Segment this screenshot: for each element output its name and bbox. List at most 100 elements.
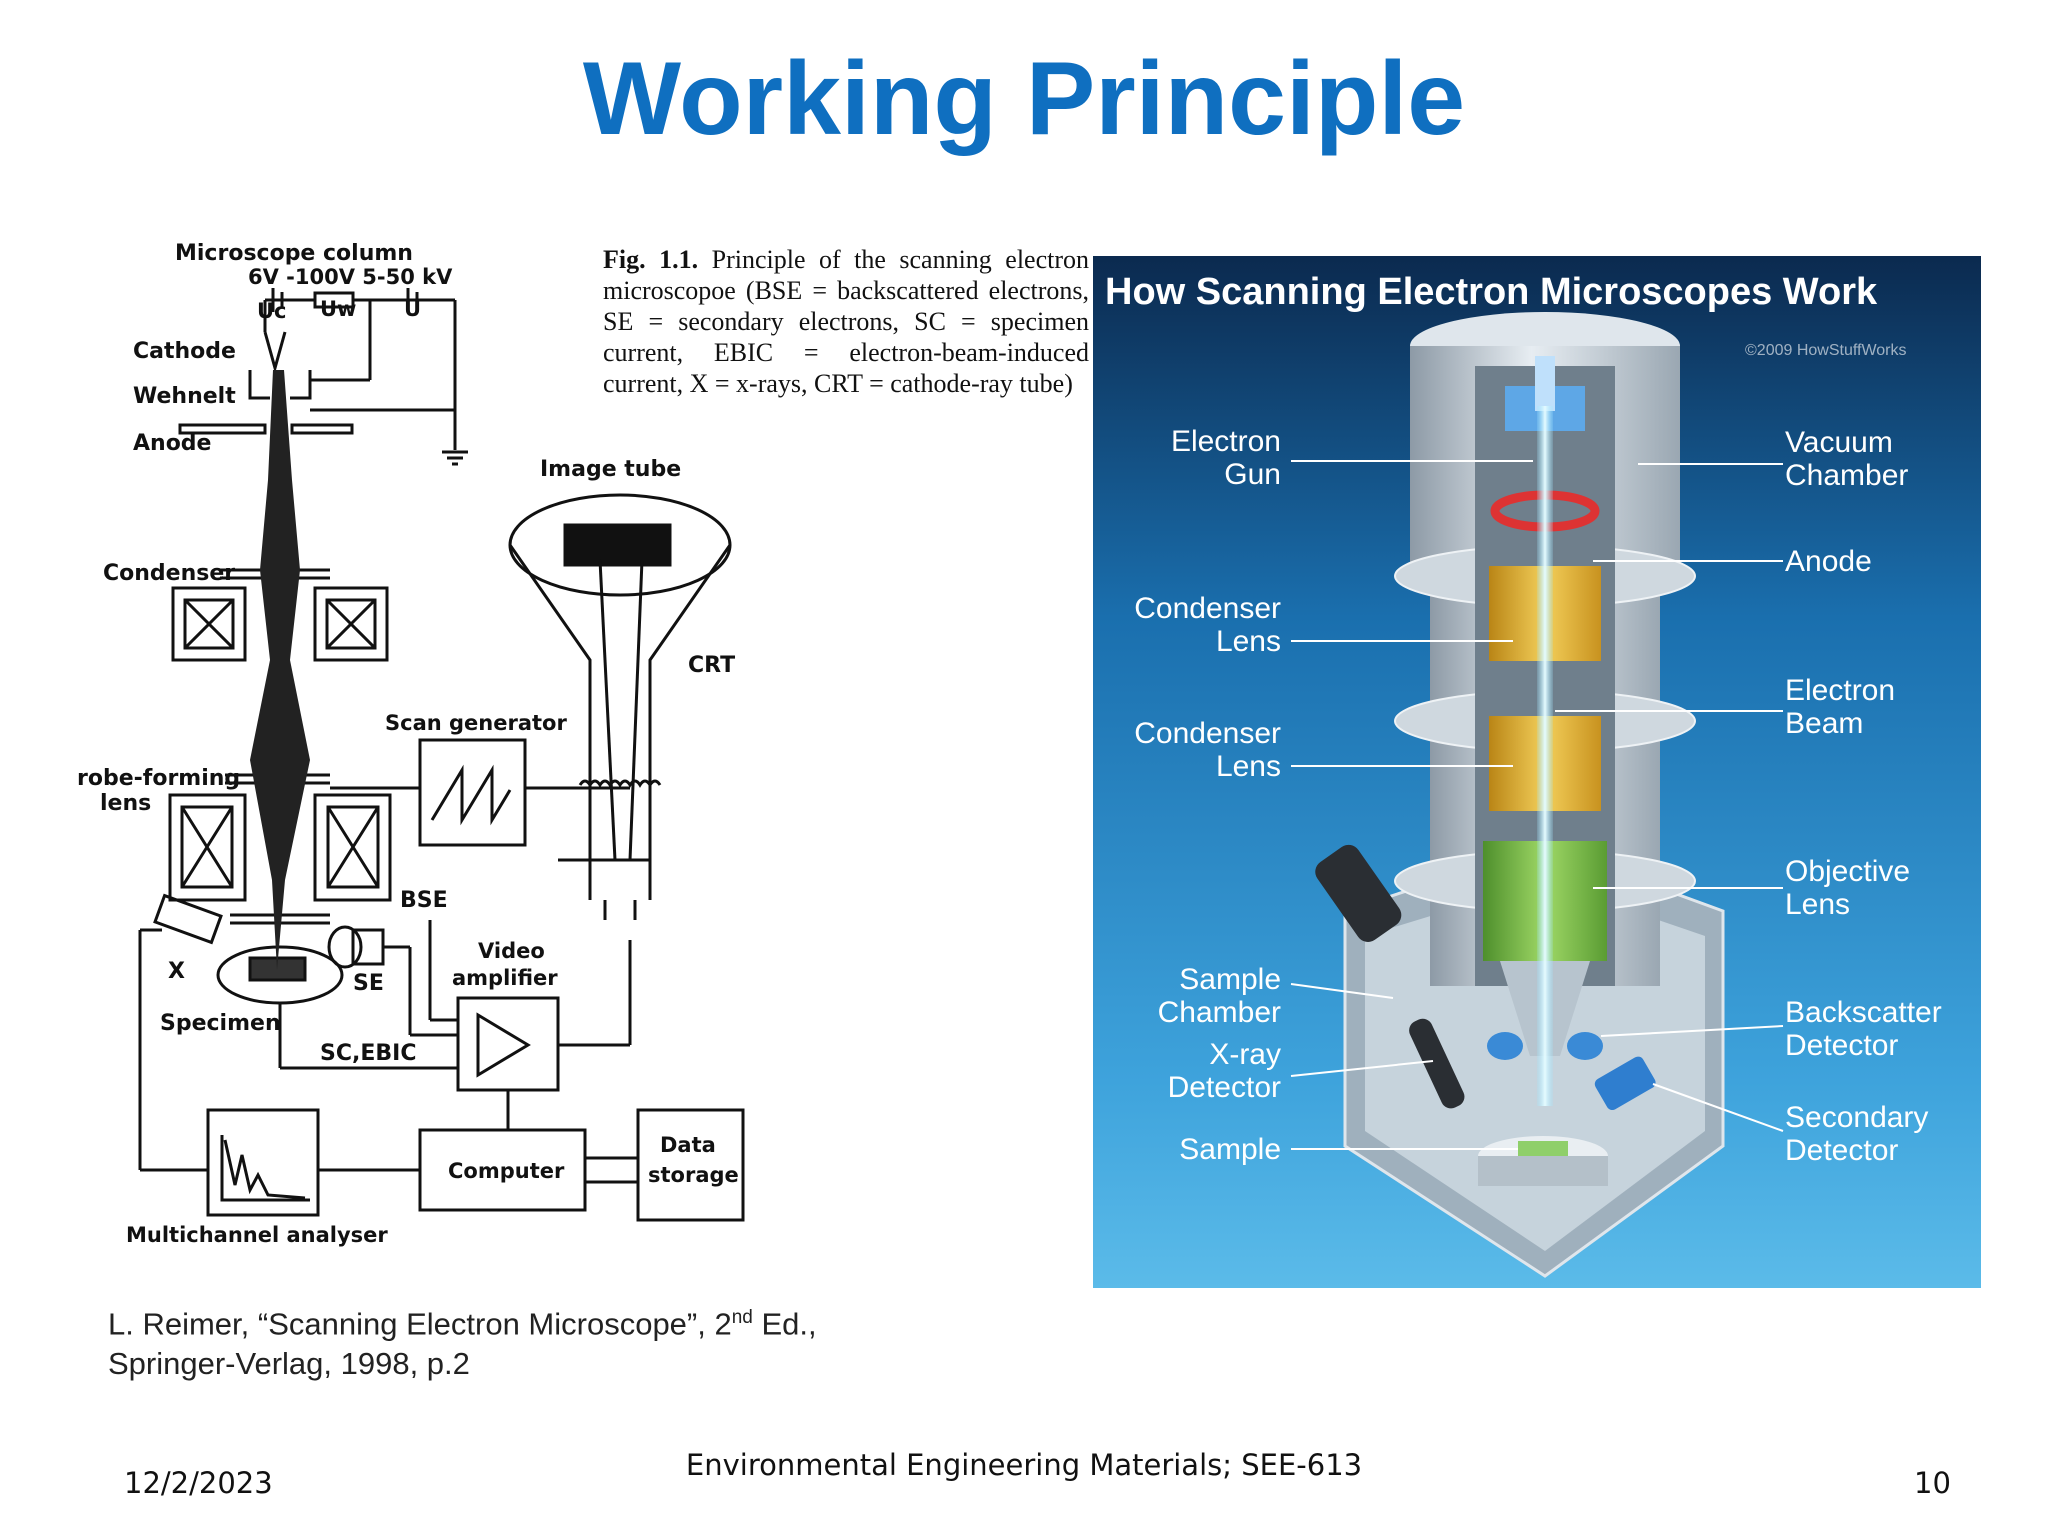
side-port	[1315, 844, 1402, 942]
label-wehnelt: Wehnelt	[133, 384, 236, 409]
label-condenser: Condenser	[103, 561, 235, 586]
sem-schematic-diagram: Microscope column 6V -100V 5-50 kV Uc Uw…	[77, 241, 745, 1247]
label-bse: BSE	[400, 888, 448, 913]
citation-line1-end: Ed.,	[752, 1306, 817, 1342]
coil-cross	[326, 806, 380, 888]
label-vacuum-chamber-1: Vacuum	[1785, 426, 1893, 459]
anode-plate-left	[178, 423, 267, 435]
label-specimen: Specimen	[160, 1011, 281, 1036]
label-xray-detector-1: X-ray	[1209, 1038, 1281, 1071]
label-anode: Anode	[133, 431, 211, 456]
spectrum-curve	[220, 1135, 310, 1202]
label-backscatter-detector-2: Detector	[1785, 1029, 1898, 1062]
data-storage-box	[636, 1108, 745, 1222]
label-electron-beam-1: Electron	[1785, 674, 1895, 707]
label-secondary-detector-2: Detector	[1785, 1134, 1898, 1167]
label-condenser-lens-b-2: Lens	[1216, 750, 1281, 783]
citation-line2: Springer-Verlag, 1998, p.2	[108, 1346, 470, 1382]
label-se: SE	[353, 971, 384, 996]
label-electron-beam-2: Beam	[1785, 707, 1863, 740]
label-u: U	[404, 297, 421, 321]
label-video-1: Video	[478, 939, 545, 963]
label-video-2: amplifier	[452, 966, 558, 990]
electron-beam	[250, 370, 310, 970]
condenser-coil-left-inner	[183, 598, 235, 650]
leader-sample-chamber	[1290, 983, 1394, 999]
sem-illustration-panel: How Scanning Electron Microscopes Work ©…	[1093, 256, 1981, 1288]
footer-page-number: 10	[1914, 1466, 1951, 1500]
probe-lens-inner-left	[180, 805, 234, 889]
label-crt: CRT	[688, 653, 735, 678]
electron-beam	[1537, 406, 1553, 1106]
label-multichannel-analyser: Multichannel analyser	[126, 1223, 388, 1247]
video-amplifier-box	[456, 996, 560, 1092]
label-computer: Computer	[448, 1159, 565, 1183]
crt-funnel	[508, 544, 732, 900]
xray-detector-body	[153, 893, 223, 945]
condenser-coil-right	[313, 586, 389, 662]
electron-gun-filament	[1535, 356, 1555, 411]
crt-image-raster	[563, 523, 672, 567]
label-electron-gun-1: Electron	[1171, 425, 1281, 458]
sem-illustration: How Scanning Electron Microscopes Work ©…	[1093, 256, 1981, 1288]
label-objective-lens-1: Objective	[1785, 855, 1910, 888]
label-cathode: Cathode	[133, 339, 236, 364]
citation-sup: nd	[731, 1307, 753, 1328]
multichannel-analyser-box	[206, 1108, 320, 1217]
slide-title: Working Principle	[582, 41, 1466, 157]
footer-date: 12/2/2023	[124, 1466, 273, 1500]
anode-plate-right	[290, 423, 354, 435]
label-backscatter-detector-1: Backscatter	[1785, 996, 1942, 1029]
cathode-filament	[263, 331, 287, 374]
label-objective-lens-2: Lens	[1785, 888, 1850, 921]
amplifier-triangle	[476, 1012, 531, 1078]
label-microscope-column: Microscope column	[175, 241, 413, 266]
probe-lens-inner-right	[326, 805, 380, 889]
backscatter-detector-right	[1567, 1032, 1603, 1060]
coil-cross	[325, 598, 377, 650]
citation-line1: L. Reimer, “Scanning Electron Microscope…	[108, 1306, 732, 1342]
crt-gun	[603, 900, 637, 920]
label-voltages: 6V -100V 5-50 kV	[248, 265, 453, 289]
panel-title: How Scanning Electron Microscopes Work	[1105, 271, 1878, 313]
figure-caption: Fig. 1.1. Principle of the scanning elec…	[603, 244, 1089, 399]
label-image-tube: Image tube	[540, 457, 681, 482]
label-uw: Uw	[320, 297, 356, 321]
label-data-1: Data	[660, 1133, 716, 1157]
label-condenser-lens-a-1: Condenser	[1134, 592, 1281, 625]
coil-cross	[180, 806, 234, 888]
leader-backscatter	[1600, 1025, 1784, 1037]
resistor-uw	[313, 291, 355, 309]
leader-secondary	[1652, 1083, 1784, 1132]
probe-lens-body	[168, 793, 392, 902]
label-probe-forming-1: robe-forming	[77, 766, 240, 791]
label-probe-forming-2: lens	[100, 791, 151, 816]
condenser-coil-left	[171, 586, 247, 662]
label-vacuum-chamber-2: Chamber	[1785, 459, 1908, 492]
figure-caption-text: Principle of the scanning electron micro…	[603, 245, 1090, 398]
panel-copyright: ©2009 HowStuffWorks	[1745, 342, 1907, 359]
label-condenser-lens-a-2: Lens	[1216, 625, 1281, 658]
label-anode: Anode	[1785, 545, 1872, 578]
figure-caption-prefix: Fig. 1.1.	[603, 245, 699, 274]
label-secondary-detector-1: Secondary	[1785, 1101, 1928, 1134]
label-sc-ebic: SC,EBIC	[320, 1041, 416, 1066]
sample-stage-base	[1478, 1156, 1608, 1186]
crt-beam	[628, 559, 644, 861]
label-condenser-lens-b-1: Condenser	[1134, 717, 1281, 750]
se-detector	[327, 925, 363, 969]
label-sample-chamber-2: Chamber	[1158, 996, 1281, 1029]
sample-piece	[1518, 1141, 1568, 1156]
crt-deflection-coil	[578, 779, 662, 788]
coil-cross	[183, 598, 235, 650]
label-x: X	[168, 959, 185, 984]
label-scan-generator: Scan generator	[385, 711, 567, 735]
label-sample: Sample	[1179, 1133, 1281, 1166]
xray-detector	[1409, 1018, 1465, 1109]
scan-generator-box	[418, 738, 527, 847]
label-sample-chamber-1: Sample	[1179, 963, 1281, 996]
condenser-coil-right-inner	[325, 598, 377, 650]
label-data-2: storage	[648, 1163, 739, 1187]
crt-beam	[598, 559, 617, 861]
label-electron-gun-2: Gun	[1224, 458, 1281, 491]
